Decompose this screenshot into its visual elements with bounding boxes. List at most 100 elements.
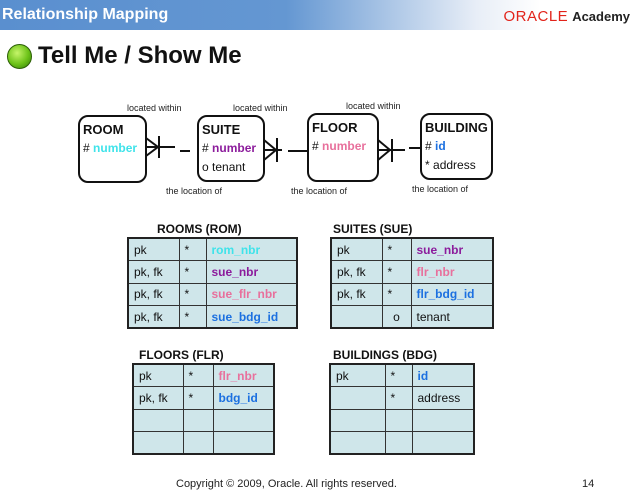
entity-floor: FLOOR # number xyxy=(307,113,379,182)
green-apple-icon xyxy=(7,44,32,69)
opt-cell: * xyxy=(178,282,207,306)
entity-name: FLOOR xyxy=(312,120,358,135)
column-cell: flr_nbr xyxy=(212,363,275,387)
opt-cell: * xyxy=(381,237,412,261)
opt-cell: * xyxy=(381,260,412,284)
opt-cell xyxy=(182,408,214,432)
column-cell: sue_nbr xyxy=(205,260,298,284)
opt-cell xyxy=(384,431,413,455)
entity-name: ROOM xyxy=(83,122,124,137)
key-cell xyxy=(132,431,184,455)
attr-mark: # xyxy=(202,141,209,155)
rel-label-bottom: the location of xyxy=(291,186,348,196)
entity-room: ROOM # number xyxy=(78,115,147,183)
relationship-lines xyxy=(145,136,420,162)
table-row: pk, fk*flr_nbr xyxy=(330,260,494,284)
opt-cell: * xyxy=(178,305,207,329)
opt-cell: o xyxy=(381,305,412,329)
attr-name: number xyxy=(93,141,138,155)
header-title: Relationship Mapping xyxy=(2,6,169,23)
attr-mark: * xyxy=(425,158,430,172)
attr-mark: # xyxy=(312,139,319,153)
key-cell: pk, fk xyxy=(127,305,180,329)
rel-label-bottom: the location of xyxy=(166,186,223,196)
opt-cell: * xyxy=(384,363,413,387)
table-row: pk, fk*bdg_id xyxy=(132,386,275,410)
rel-label-bottom: the location of xyxy=(412,184,469,194)
key-cell xyxy=(132,408,184,432)
table-row: pk, fk*sue_bdg_id xyxy=(127,305,298,329)
attr-mark: o xyxy=(202,160,209,174)
key-cell: pk xyxy=(127,237,180,261)
relationship-room-suite xyxy=(145,136,190,158)
entity-name: SUITE xyxy=(202,122,241,137)
opt-cell xyxy=(182,431,214,455)
attr-mark: # xyxy=(425,139,432,153)
key-cell: pk, fk xyxy=(330,260,383,284)
table-row xyxy=(132,431,275,455)
column-cell xyxy=(411,408,475,432)
table-row: pk*flr_nbr xyxy=(132,363,275,387)
column-cell: rom_nbr xyxy=(205,237,298,261)
key-cell: pk, fk xyxy=(127,282,180,306)
oracle-academy-logo: ORACLE Academy xyxy=(504,8,631,25)
key-cell xyxy=(330,305,383,329)
attr-name: tenant xyxy=(212,160,246,174)
table-title-suites: SUITES (SUE) xyxy=(333,222,413,236)
key-cell: pk, fk xyxy=(330,282,383,306)
column-cell: flr_bdg_id xyxy=(410,282,494,306)
entity-building: BUILDING # id * address xyxy=(420,113,493,180)
column-cell xyxy=(212,431,275,455)
header-bar: Relationship Mapping ORACLE Academy xyxy=(0,0,636,30)
entity-suite: SUITE # number o tenant xyxy=(197,115,265,182)
column-cell: tenant xyxy=(410,305,494,329)
page-title: Tell Me / Show Me xyxy=(38,42,242,69)
rel-label-top: located within xyxy=(233,103,288,113)
table-buildings: pk*id *address xyxy=(329,363,475,455)
column-cell: sue_flr_nbr xyxy=(205,282,298,306)
table-row xyxy=(132,408,275,432)
rel-label-top: located within xyxy=(346,101,401,111)
table-floors: pk*flr_nbr pk, fk*bdg_id xyxy=(132,363,275,455)
table-title-rooms: ROOMS (ROM) xyxy=(157,222,242,236)
opt-cell: * xyxy=(182,386,214,410)
attr-name: id xyxy=(435,139,446,153)
table-title-floors: FLOORS (FLR) xyxy=(139,348,224,362)
key-cell: pk, fk xyxy=(132,386,184,410)
copyright: Copyright © 2009, Oracle. All rights res… xyxy=(176,478,397,490)
key-cell xyxy=(329,408,386,432)
key-cell xyxy=(329,386,386,410)
entity-name: BUILDING xyxy=(425,120,488,135)
relationship-floor-building xyxy=(377,139,420,162)
column-cell: bdg_id xyxy=(212,386,275,410)
table-row: pk, fk*sue_flr_nbr xyxy=(127,282,298,306)
logo-sub: Academy xyxy=(572,9,630,24)
table-row: pk, fk*flr_bdg_id xyxy=(330,282,494,306)
attr-name: number xyxy=(322,139,367,153)
table-row: pk*id xyxy=(329,363,475,387)
table-row: *address xyxy=(329,386,475,410)
opt-cell: * xyxy=(384,386,413,410)
opt-cell: * xyxy=(381,282,412,306)
logo-brand: ORACLE xyxy=(503,8,569,25)
column-cell: flr_nbr xyxy=(410,260,494,284)
relationship-suite-floor xyxy=(263,138,307,162)
key-cell: pk xyxy=(330,237,383,261)
table-row xyxy=(329,431,475,455)
opt-cell: * xyxy=(182,363,214,387)
key-cell: pk xyxy=(132,363,184,387)
opt-cell: * xyxy=(178,260,207,284)
column-cell: address xyxy=(411,386,475,410)
table-row: pk*rom_nbr xyxy=(127,237,298,261)
table-row: pk*sue_nbr xyxy=(330,237,494,261)
attr-mark: # xyxy=(83,141,90,155)
column-cell: sue_nbr xyxy=(410,237,494,261)
key-cell xyxy=(329,431,386,455)
opt-cell: * xyxy=(178,237,207,261)
table-rooms: pk*rom_nbr pk, fk*sue_nbr pk, fk*sue_flr… xyxy=(127,237,298,329)
column-cell: sue_bdg_id xyxy=(205,305,298,329)
attr-name: address xyxy=(433,158,476,172)
attr-name: number xyxy=(212,141,257,155)
table-row xyxy=(329,408,475,432)
table-row: pk, fk*sue_nbr xyxy=(127,260,298,284)
